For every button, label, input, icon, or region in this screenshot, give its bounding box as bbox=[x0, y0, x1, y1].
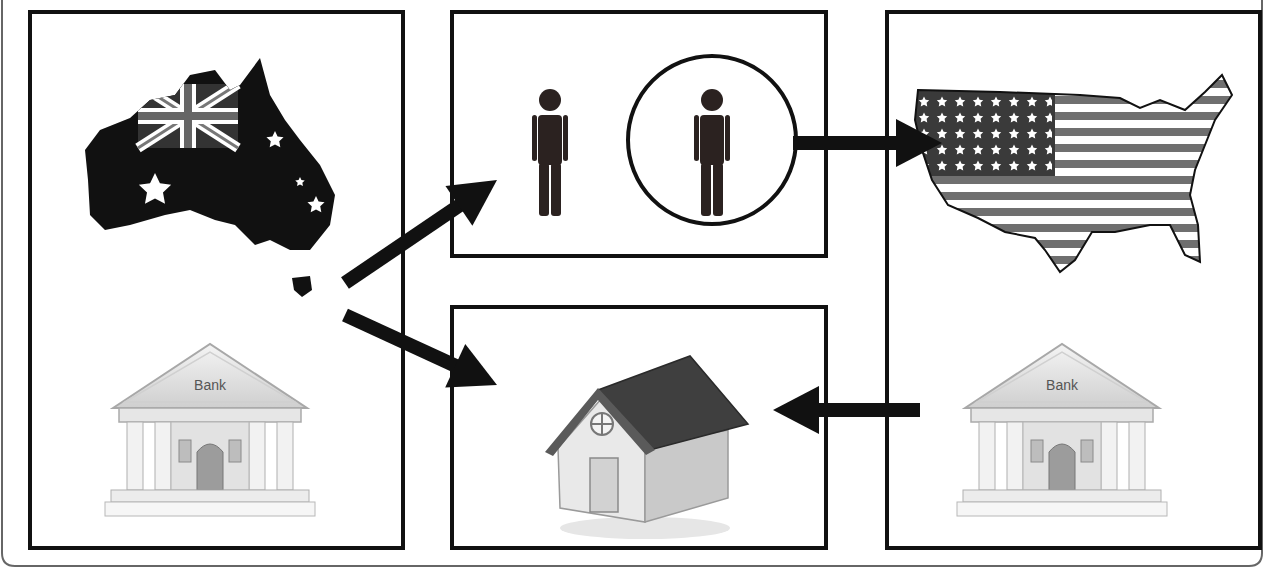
arrow-head bbox=[896, 119, 942, 167]
bank-icon bbox=[957, 344, 1167, 516]
country-panel: Bank bbox=[885, 10, 1262, 550]
flow-arrow bbox=[345, 315, 497, 388]
person-icon bbox=[532, 89, 568, 216]
bank-icon bbox=[105, 344, 315, 516]
australia-map bbox=[85, 58, 337, 297]
flow-arrow bbox=[345, 180, 497, 283]
flow-arrow bbox=[773, 386, 920, 434]
arrow-shaft bbox=[793, 136, 912, 150]
house-icon bbox=[545, 356, 748, 539]
people-panel bbox=[450, 10, 828, 258]
bank-label: Bank bbox=[194, 378, 226, 392]
arrow-shaft bbox=[803, 403, 920, 417]
arrow-head bbox=[773, 386, 819, 434]
highlight-circle bbox=[628, 56, 796, 224]
flow-arrow bbox=[793, 119, 942, 167]
person-icon bbox=[694, 89, 730, 216]
usa-map bbox=[905, 70, 1245, 280]
property-panel bbox=[450, 305, 828, 550]
country-panel: Bank bbox=[28, 10, 405, 550]
bank-label: Bank bbox=[1046, 378, 1078, 392]
